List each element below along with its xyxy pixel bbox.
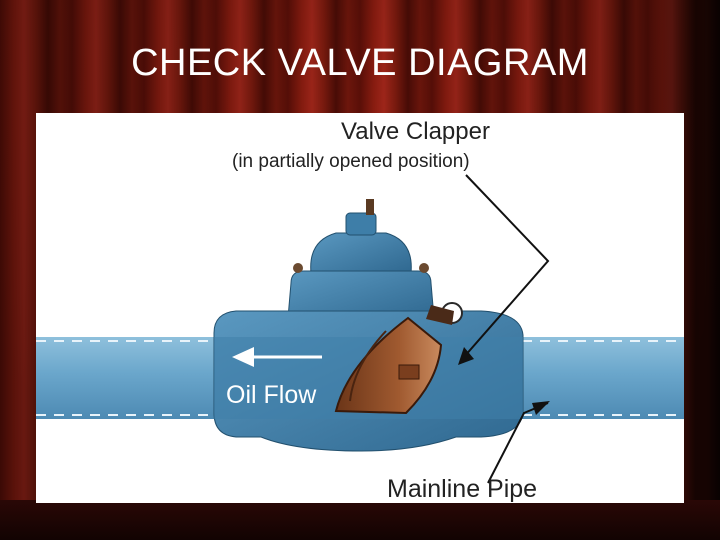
upper-housing xyxy=(287,270,435,319)
clapper-label: Valve Clapper xyxy=(341,118,490,145)
clapper-disc xyxy=(334,316,443,415)
valve-clapper xyxy=(334,316,443,415)
flange-bolt-right xyxy=(419,263,429,273)
diagram-panel: Valve Clapper (in partially opened posit… xyxy=(36,113,684,503)
clapper-nut xyxy=(398,364,420,380)
clapper-face-line xyxy=(349,330,387,402)
bonnet-cap xyxy=(345,212,377,236)
flow-arrow xyxy=(232,347,322,367)
pipe-callout xyxy=(487,401,550,484)
flow-label: Oil Flow xyxy=(226,381,317,409)
slide-title: CHECK VALVE DIAGRAM xyxy=(131,42,589,84)
check-valve-diagram: Valve Clapper (in partially opened posit… xyxy=(36,118,684,503)
flange-bolt-left xyxy=(293,263,303,273)
valve-bonnet xyxy=(310,232,412,274)
pipe-label: Mainline Pipe xyxy=(387,475,537,503)
clapper-sublabel: (in partially opened position) xyxy=(232,151,470,172)
stage-floor xyxy=(0,500,720,540)
hinge-arm xyxy=(426,305,454,325)
bonnet-stud xyxy=(366,199,374,215)
clapper-callout xyxy=(458,174,550,365)
valve-body xyxy=(213,199,524,452)
